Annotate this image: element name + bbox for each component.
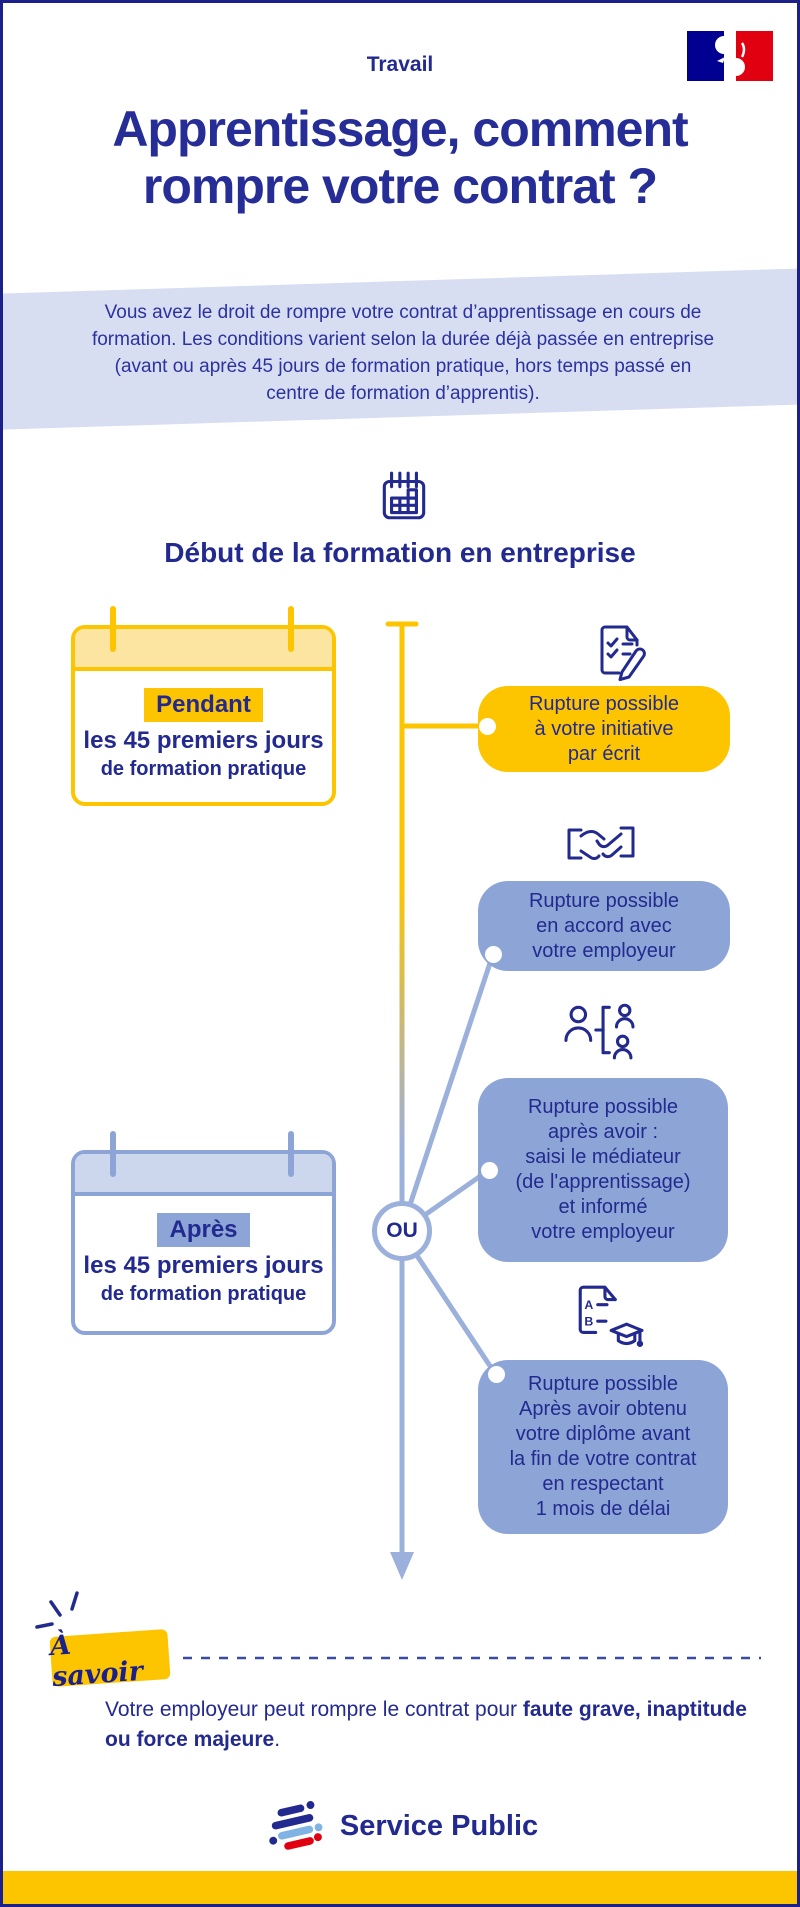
diploma-icon: A B [569,1281,645,1351]
document-check-pencil-icon [591,619,649,681]
bubble-diploma: Rupture possible Après avoir obtenu votr… [478,1360,728,1534]
card-line2: de formation pratique [100,757,307,780]
notice-text-suffix: . [274,1728,281,1751]
french-republic-flag-logo [687,31,773,81]
calendar-peg [110,1131,116,1177]
service-public-logo [262,1797,328,1855]
category-label: Travail [366,53,434,76]
card-highlight-label: Après [157,1213,250,1247]
intro-text: Vous avez le droit de rompre votre contr… [91,302,715,404]
dashed-separator [181,1655,763,1661]
page-title: Apprentissage, comment rompre votre cont… [112,101,688,214]
bubble-initiative: Rupture possible à votre initiative par … [478,686,730,772]
ou-node: OU [372,1201,432,1261]
card-line1: les 45 premiers jours [83,727,324,754]
bubble-mediator: Rupture possible après avoir : saisi le … [478,1078,728,1262]
brand-name: Service Public [339,1809,539,1842]
calendar-icon [375,467,433,525]
notice-text-normal: Votre employeur peut rompre le contrat p… [105,1698,523,1721]
period-card-apres: Après les 45 premiers jours de formation… [71,1150,336,1335]
calendar-peg [110,606,116,652]
calendar-peg [288,606,294,652]
spark-lines-icon [31,1589,95,1643]
notice-text: Votre employeur peut rompre le contrat p… [105,1695,765,1755]
connector-dot [488,1366,505,1383]
bubble-agreement: Rupture possible en accord avec votre em… [478,881,730,971]
calendar-peg [288,1131,294,1177]
footer: Service Public [3,1797,797,1855]
card-highlight-label: Pendant [144,688,263,722]
mediator-icon [561,997,641,1063]
handshake-icon [563,815,639,877]
connector-dot [479,718,496,735]
bottom-yellow-band [3,1871,797,1904]
connector-dot [481,1162,498,1179]
period-card-pendant: Pendant les 45 premiers jours de formati… [71,625,336,806]
notice-text-bold: faute grave, inaptitude ou force majeure [105,1698,747,1751]
svg-text:B: B [584,1314,593,1328]
timeline-heading: Début de la formation en entreprise [164,537,636,568]
card-line2: de formation pratique [100,1282,307,1305]
card-line1: les 45 premiers jours [83,1252,324,1279]
a-savoir-badge: À savoir [49,1628,171,1693]
connector-dot [485,946,502,963]
svg-text:A: A [584,1298,593,1312]
